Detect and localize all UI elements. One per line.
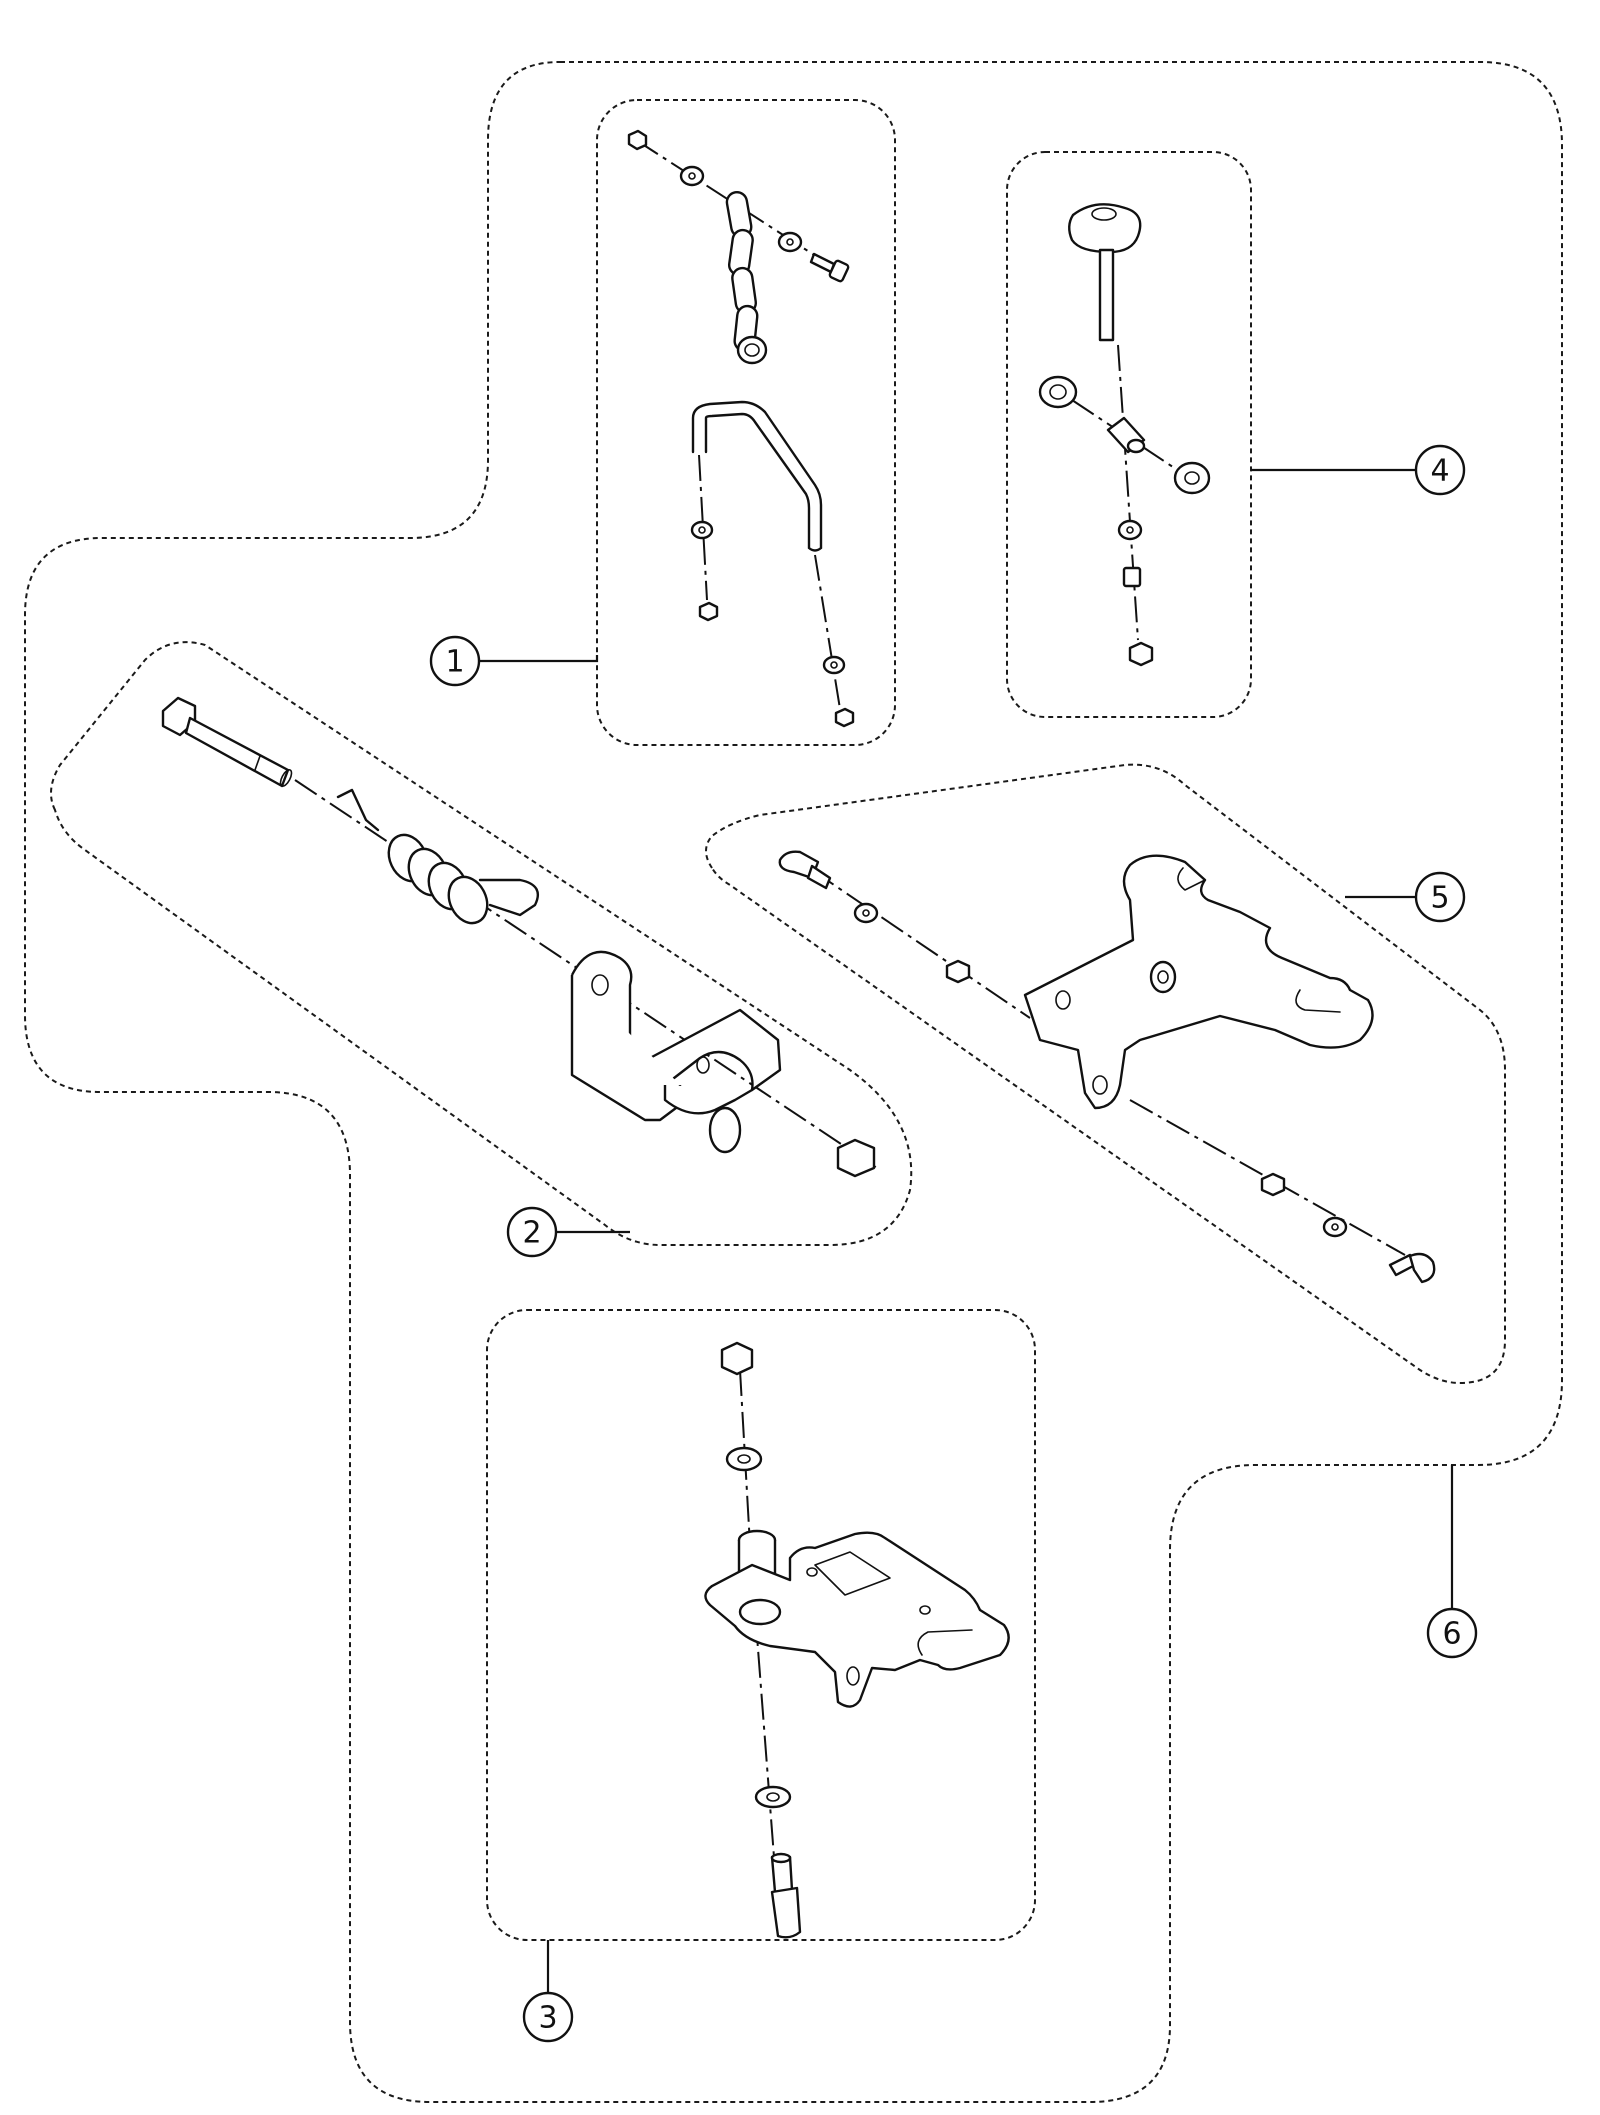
mount-plate-icon [1023, 854, 1374, 1110]
group-5-plate-assembly [705, 763, 1506, 1385]
group-3-boundary [486, 1309, 1036, 1941]
nut-icon [1260, 1172, 1286, 1197]
washer-icon [1322, 1216, 1348, 1238]
pin-icon [1106, 416, 1146, 454]
lock-washer-icon [690, 520, 714, 540]
lock-washer-icon [1117, 519, 1143, 541]
group-1-chain-and-rod [596, 99, 896, 746]
shoulder-bolt-icon [778, 850, 832, 890]
washer-icon [1173, 461, 1211, 495]
washer-icon [853, 902, 879, 924]
leader-line-1 [480, 655, 599, 663]
washer-icon [1038, 375, 1078, 409]
group-3-plate-assembly [486, 1309, 1036, 1941]
rod-icon [691, 400, 823, 552]
group-5-boundary [705, 763, 1506, 1385]
svg-text:6: 6 [1442, 1617, 1461, 1652]
spring-icon [336, 788, 540, 925]
group-4-boundary [1006, 151, 1252, 718]
callout-1: 1 [429, 635, 481, 687]
mount-plate-icon [704, 1531, 1010, 1708]
spacer-icon [1122, 566, 1142, 588]
knob-icon [1068, 203, 1142, 342]
long-bolt-icon [161, 696, 293, 788]
shoulder-bolt-icon [770, 1852, 802, 1939]
svg-text:4: 4 [1430, 454, 1449, 489]
nut-icon [627, 129, 648, 151]
lock-washer-icon [822, 655, 846, 675]
mount-bracket-icon [570, 950, 782, 1154]
nut-icon [836, 1138, 876, 1178]
group-2-bracket-and-spring [50, 641, 913, 1246]
washer-icon [679, 165, 705, 187]
nut-icon [720, 1341, 754, 1376]
shoulder-bolt-icon [1388, 1252, 1436, 1284]
nut-icon [698, 601, 719, 622]
svg-text:2: 2 [522, 1216, 541, 1251]
callout-2: 2 [506, 1206, 558, 1258]
washer-icon [777, 231, 803, 253]
nut-icon [1128, 641, 1154, 667]
bolt-icon [809, 252, 850, 283]
callout-4: 4 [1414, 444, 1466, 496]
callout-6: 6 [1426, 1607, 1478, 1659]
nut-icon [834, 707, 855, 728]
svg-text:3: 3 [538, 2001, 557, 2036]
callout-5: 5 [1414, 871, 1466, 923]
svg-text:5: 5 [1430, 881, 1449, 916]
washer-icon [725, 1446, 763, 1472]
washer-icon [754, 1785, 792, 1809]
nut-icon [945, 959, 971, 984]
svg-text:1: 1 [445, 645, 464, 680]
group-6-boundary [24, 61, 1563, 2103]
group-1-boundary [596, 99, 896, 746]
chain-icon [725, 190, 768, 365]
group-2-boundary [50, 641, 913, 1246]
group-4-knob-assembly [1006, 151, 1252, 718]
callout-3: 3 [522, 1991, 574, 2043]
